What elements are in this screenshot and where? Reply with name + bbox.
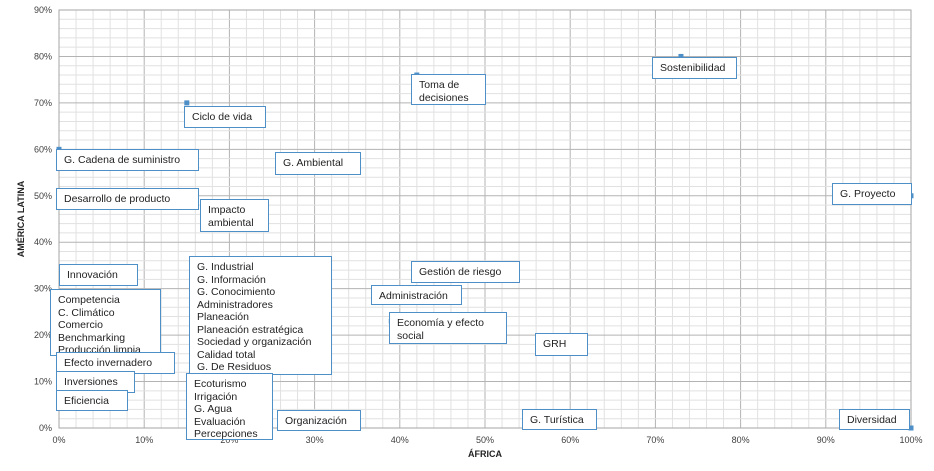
x-tick-label: 80% bbox=[732, 435, 750, 445]
point-label: Sostenibilidad bbox=[652, 57, 737, 79]
point-label: Impacto ambiental bbox=[200, 199, 269, 232]
y-axis-title: AMÉRICA LATINA bbox=[16, 180, 26, 257]
y-tick-label: 40% bbox=[34, 237, 52, 247]
point-label: Toma de decisiones bbox=[411, 74, 486, 105]
x-tick-label: 30% bbox=[306, 435, 324, 445]
x-tick-label: 90% bbox=[817, 435, 835, 445]
y-tick-label: 20% bbox=[34, 330, 52, 340]
point-label: G. Proyecto bbox=[832, 183, 912, 205]
point-label: Inversiones bbox=[56, 371, 135, 393]
point-label: Ciclo de vida bbox=[184, 106, 266, 128]
point-label: G. Cadena de suministro bbox=[56, 149, 199, 171]
point-label: GRH bbox=[535, 333, 588, 356]
x-tick-label: 10% bbox=[135, 435, 153, 445]
plot-area-border bbox=[58, 9, 912, 429]
point-label: Gestión de riesgo bbox=[411, 261, 520, 283]
point-label: G. Industrial G. Información G. Conocimi… bbox=[189, 256, 332, 375]
point-label: Economía y efecto social bbox=[389, 312, 507, 344]
x-tick-label: 70% bbox=[646, 435, 664, 445]
y-tick-label: 30% bbox=[34, 284, 52, 294]
data-point-marker bbox=[184, 100, 190, 106]
x-tick-label: 0% bbox=[52, 435, 65, 445]
y-tick-label: 0% bbox=[39, 423, 52, 433]
point-label: Ecoturismo Irrigación G. Agua Evaluación… bbox=[186, 373, 273, 440]
point-label: Eficiencia bbox=[56, 390, 128, 411]
point-label: Competencia C. Climático Comercio Benchm… bbox=[50, 289, 161, 356]
point-label: Desarrollo de producto bbox=[56, 188, 199, 210]
y-tick-label: 80% bbox=[34, 51, 52, 61]
data-point-marker bbox=[678, 53, 684, 59]
y-tick-label: 60% bbox=[34, 144, 52, 154]
point-label: Administración bbox=[371, 285, 462, 305]
point-label: Organización bbox=[277, 410, 361, 431]
y-tick-label: 50% bbox=[34, 191, 52, 201]
point-label: Diversidad bbox=[839, 409, 910, 430]
point-label: G. Turística bbox=[522, 409, 597, 430]
x-tick-label: 60% bbox=[561, 435, 579, 445]
data-point-marker bbox=[908, 425, 914, 431]
point-label: Innovación bbox=[59, 264, 138, 286]
y-tick-label: 90% bbox=[34, 5, 52, 15]
x-tick-label: 40% bbox=[391, 435, 409, 445]
point-label: G. Ambiental bbox=[275, 152, 361, 175]
axis-ticks: 0% 10% 20% 30% 40% 50% 60% 70% 80% 90% 100% 0% 10% 20… bbox=[34, 5, 923, 445]
x-tick-label: 50% bbox=[476, 435, 494, 445]
y-tick-label: 10% bbox=[34, 377, 52, 387]
chart-grid bbox=[58, 9, 912, 429]
x-axis-title: ÁFRICA bbox=[468, 449, 502, 459]
x-tick-label: 20% bbox=[220, 435, 238, 445]
y-tick-label: 70% bbox=[34, 98, 52, 108]
x-tick-label: 100% bbox=[899, 435, 922, 445]
